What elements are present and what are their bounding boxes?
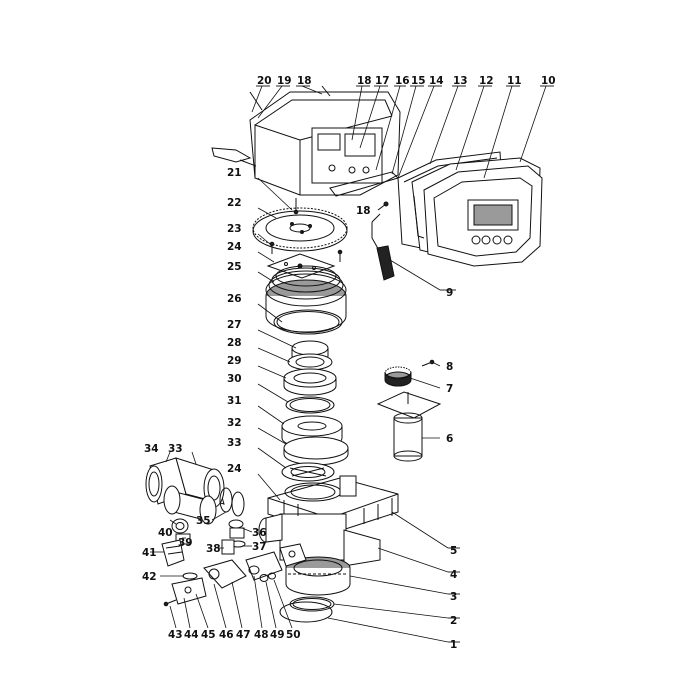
callout-47: 45 — [201, 629, 216, 641]
callout-32: 31 — [227, 395, 242, 407]
callout-39: 37 — [252, 541, 267, 553]
fitting-41 — [175, 533, 191, 545]
callout-9: 9 — [446, 287, 453, 299]
callout-19: 18 — [297, 75, 312, 87]
callout-8: 8 — [446, 361, 453, 373]
motor-6 — [376, 391, 442, 462]
callout-24-lower: 24 — [227, 463, 242, 475]
callout-29: 28 — [227, 337, 242, 349]
callout-18-upper: 18 — [357, 75, 372, 87]
screws-45 — [163, 599, 177, 607]
callout-50: 48 — [254, 629, 269, 641]
callout-11: 11 — [507, 75, 522, 87]
elbow-43 — [161, 539, 185, 567]
o-ring-2 — [289, 596, 335, 612]
injector-body-46 — [171, 577, 207, 605]
callout-33: 32 — [227, 417, 242, 429]
o-ring-1 — [279, 601, 333, 623]
callout-20: 19 — [277, 75, 292, 87]
callout-43: 41 — [142, 547, 157, 559]
screen-34 — [281, 462, 335, 482]
callout-14: 14 — [429, 75, 444, 87]
callout-16: 16 — [395, 75, 410, 87]
front-cover-assembly — [397, 151, 543, 267]
screw-22 — [293, 198, 299, 215]
callout-36: 34 — [144, 443, 159, 455]
screw-8 — [421, 359, 435, 367]
callout-7: 7 — [446, 383, 453, 395]
callout-15: 15 — [411, 75, 426, 87]
fitting-42 — [171, 518, 189, 534]
callout-46: 44 — [184, 629, 199, 641]
callout-labels: 20 19 18 18 17 16 15 14 13 12 11 10 21 1… — [142, 75, 556, 651]
callout-42: 40 — [158, 527, 173, 539]
seal-29 — [287, 353, 333, 371]
callout-35: 33 — [168, 443, 183, 455]
connector-pair-lower — [163, 485, 217, 525]
callout-45: 43 — [168, 629, 183, 641]
callout-4: 4 — [450, 569, 457, 581]
callout-28: 27 — [227, 319, 242, 331]
probe-cable-9 — [371, 213, 395, 281]
motor-gear-7 — [384, 366, 412, 387]
base-adapter-4 — [343, 529, 381, 567]
tank-adapter-3 — [285, 556, 351, 596]
callout-37: 35 — [196, 515, 211, 527]
callout-49: 47 — [236, 629, 251, 641]
screws-24-upper — [269, 241, 343, 262]
callout-31: 30 — [227, 373, 242, 385]
callout-12: 12 — [479, 75, 494, 87]
o-ring-27 — [273, 309, 343, 335]
callout-52: 50 — [286, 629, 301, 641]
callout-23: 22 — [227, 197, 242, 209]
side-port-connector — [258, 513, 283, 543]
callout-27: 26 — [227, 293, 242, 305]
callout-38: 36 — [252, 527, 267, 539]
valve-body-5 — [267, 475, 399, 561]
screw-18-lower — [377, 201, 389, 211]
leader-lines — [150, 85, 554, 643]
callout-21: 20 — [257, 75, 272, 87]
callout-25: 24 — [227, 241, 242, 253]
callout-6: 6 — [446, 433, 453, 445]
callout-48: 46 — [219, 629, 234, 641]
top-housing-assembly — [211, 85, 401, 197]
callout-18-lower: 18 — [356, 205, 371, 217]
callout-3: 3 — [450, 591, 457, 603]
washer-44 — [182, 572, 198, 580]
callout-41: 39 — [178, 537, 193, 549]
callout-10: 10 — [541, 75, 556, 87]
spacer-33 — [283, 436, 349, 466]
callout-40: 38 — [206, 543, 221, 555]
seal-31 — [285, 396, 335, 414]
callout-2: 2 — [450, 615, 457, 627]
fitting-cluster-38-40 — [221, 519, 246, 555]
spacer-30 — [283, 368, 337, 396]
callout-26: 25 — [227, 261, 242, 273]
callout-24-upper: 23 — [227, 223, 242, 235]
callout-30: 29 — [227, 355, 242, 367]
callout-51: 49 — [270, 629, 285, 641]
callout-34: 33 — [227, 437, 242, 449]
callout-1: 1 — [450, 639, 457, 651]
callout-17: 17 — [375, 75, 390, 87]
fittings-50-52 — [248, 565, 276, 582]
callout-5: 5 — [450, 545, 457, 557]
drive-gear-23 — [252, 207, 348, 252]
callout-13: 13 — [453, 75, 468, 87]
callout-44: 42 — [142, 571, 157, 583]
callout-22: 21 — [227, 167, 242, 179]
